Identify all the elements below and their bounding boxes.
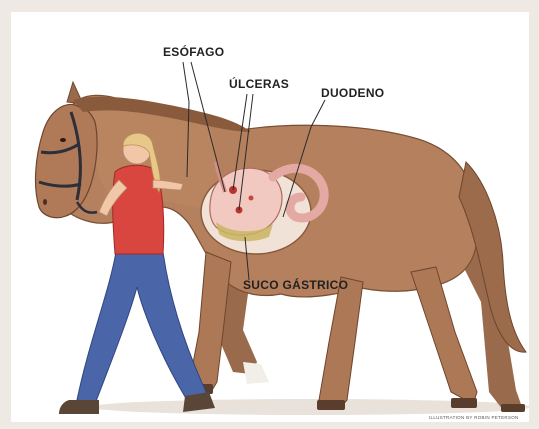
horse-white-sock: [243, 362, 269, 384]
label-duodenum: DUODENO: [321, 87, 384, 99]
label-gastric-juice: SUCO GÁSTRICO: [243, 279, 348, 291]
horse-eye: [60, 138, 66, 142]
label-esophagus: ESÓFAGO: [163, 46, 224, 58]
horse-illustration: [11, 12, 529, 422]
label-ulcers: ÚLCERAS: [229, 78, 289, 90]
horse-nostril: [43, 199, 47, 205]
jeans: [77, 252, 207, 404]
illustration-credit: ILLUSTRATION BY ROBIN PETERSON: [429, 415, 519, 420]
ulcer-spot-3: [249, 196, 254, 201]
boot-left: [59, 400, 99, 414]
illustration-canvas: ESÓFAGO ÚLCERAS DUODENO SUCO GÁSTRICO IL…: [11, 12, 529, 422]
